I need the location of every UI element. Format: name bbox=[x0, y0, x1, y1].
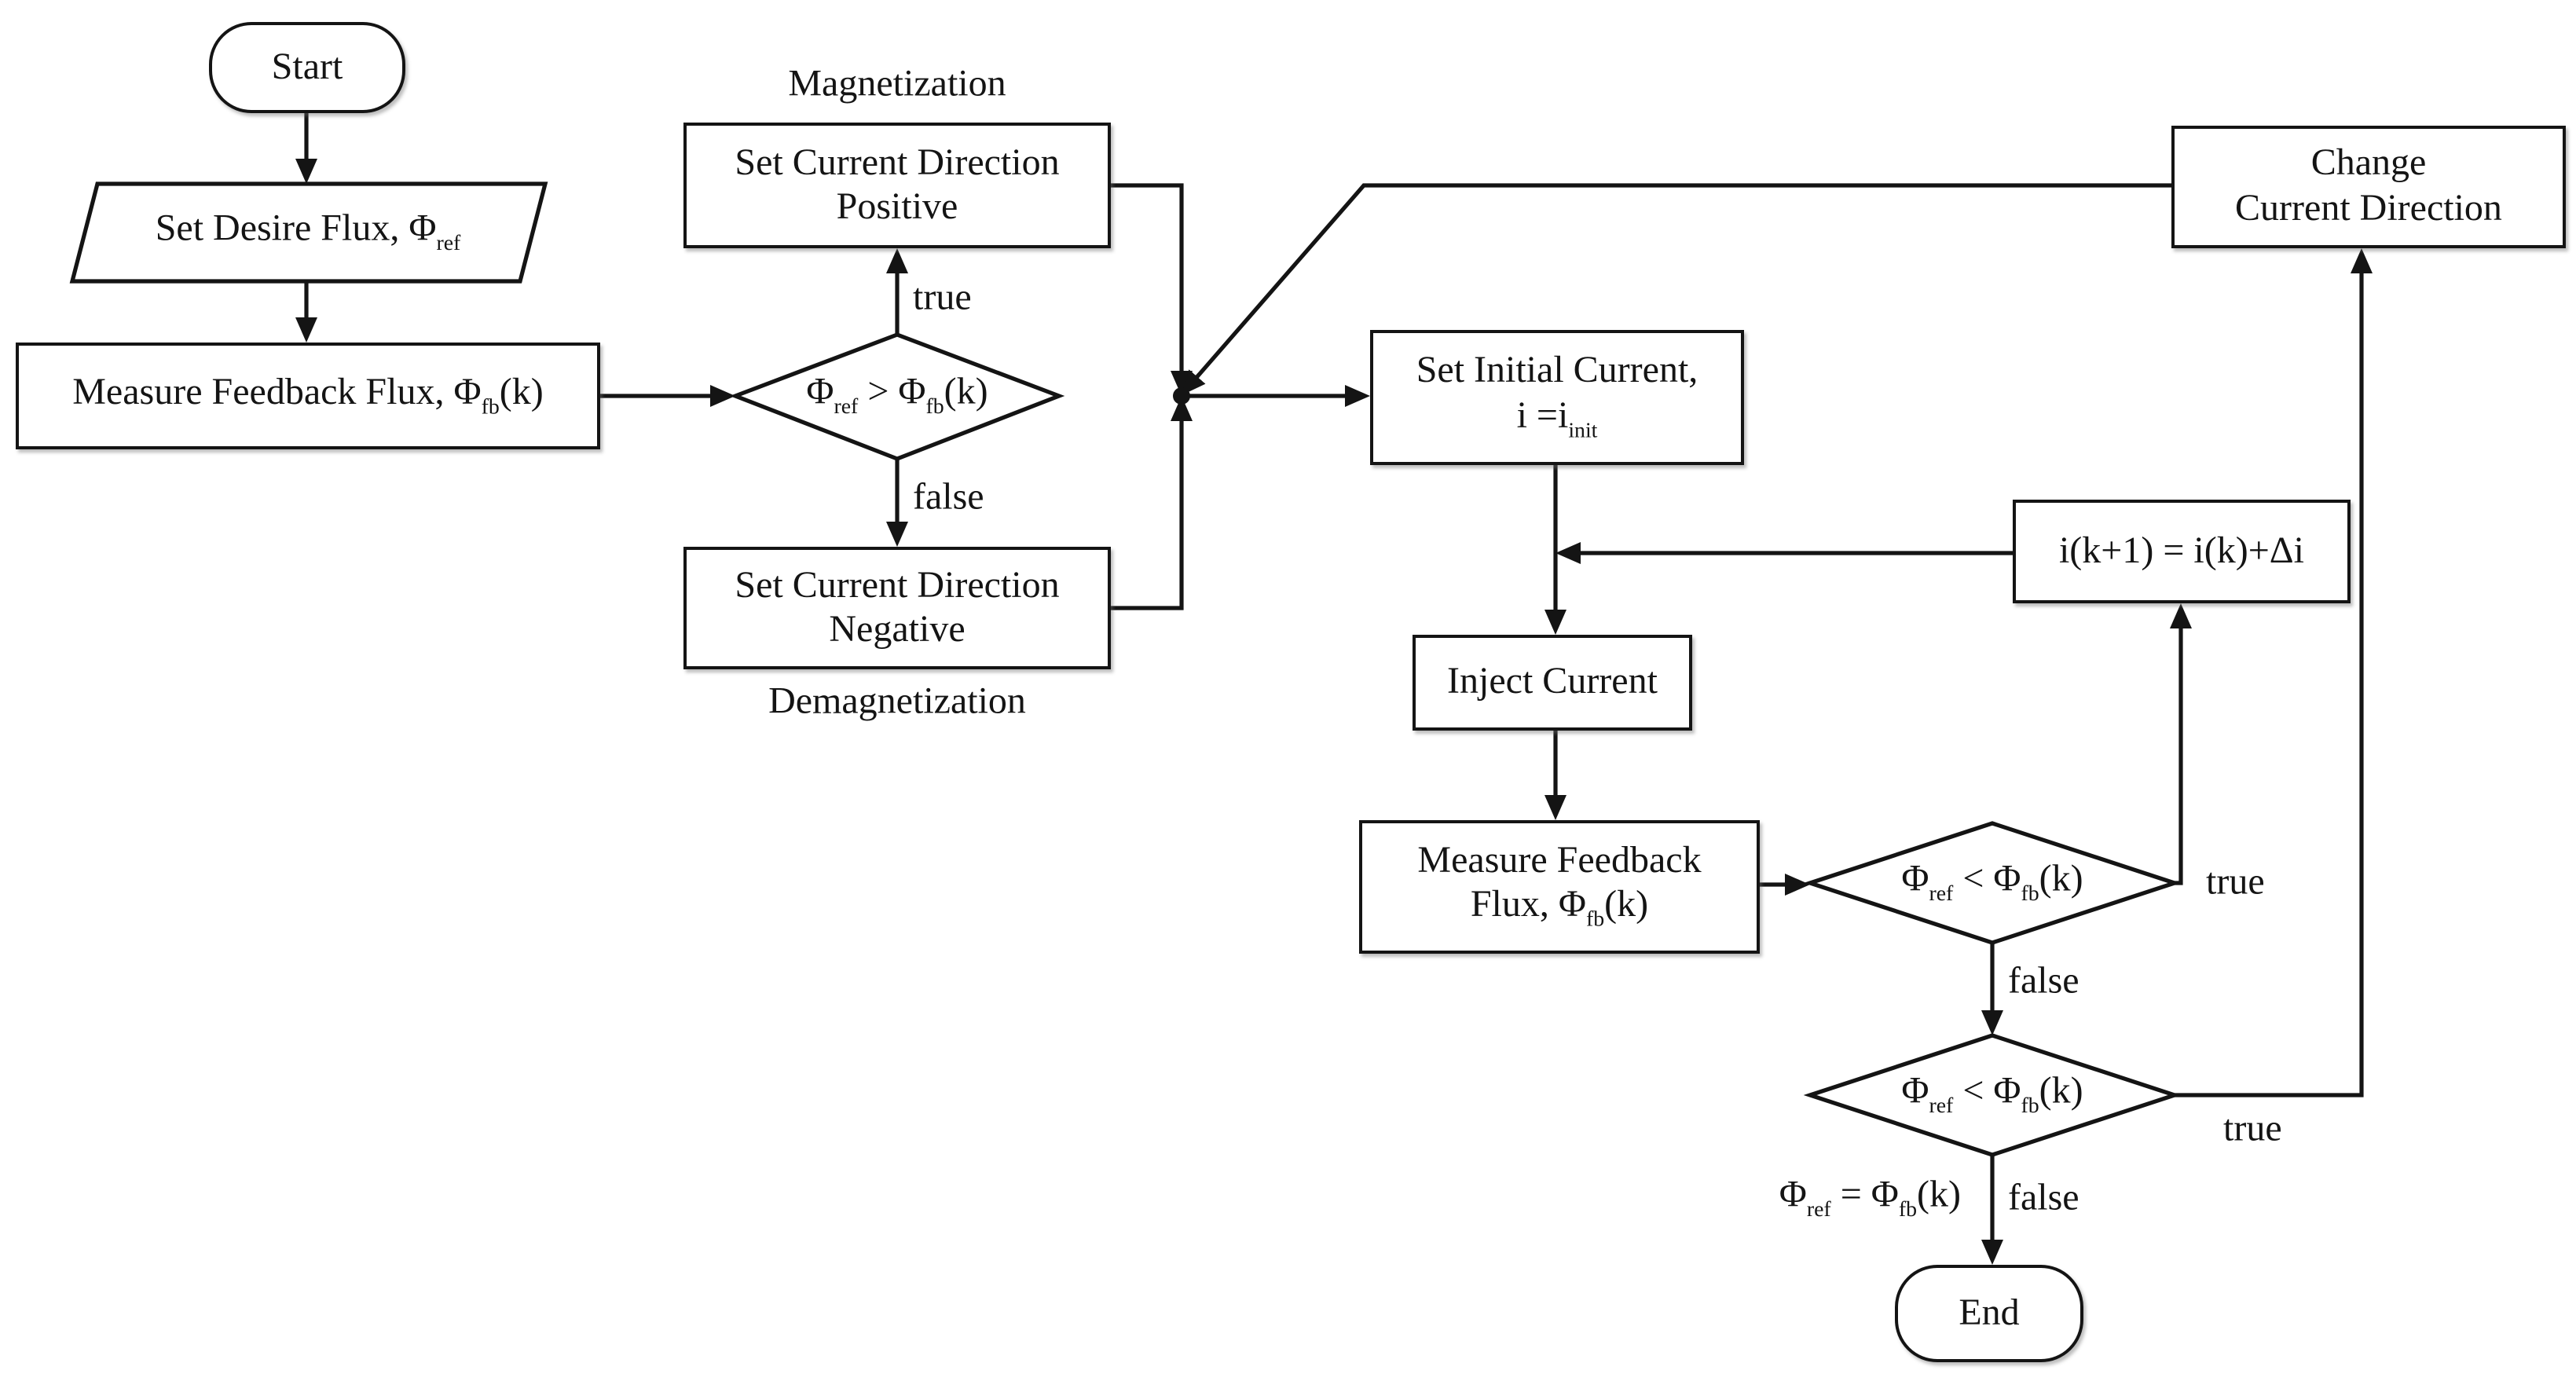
edge-negative-to-junction bbox=[1111, 396, 1193, 610]
decision-magnetize-operator: > Φ bbox=[858, 372, 926, 413]
overshoot-true-text: true bbox=[2223, 1108, 2282, 1150]
increment-false-text: false bbox=[2008, 961, 2079, 1002]
measure-feedback-2-line1: Measure Feedback bbox=[1417, 840, 1702, 881]
edge-positive-to-junction bbox=[1111, 183, 1193, 396]
decision-increment-phi1: Φ bbox=[1901, 859, 1929, 900]
start-node: Start bbox=[209, 22, 405, 113]
set-positive-node: Set Current Direction Positive bbox=[683, 123, 1111, 248]
decision-increment-sub2: fb bbox=[2021, 882, 2039, 907]
decision-magnetize-phi1: Φ bbox=[806, 372, 834, 413]
set-desire-flux-text: Set Desire Flux, Φ bbox=[155, 208, 437, 250]
overshoot-false-text: false bbox=[2008, 1178, 2079, 1219]
set-negative-label: Set Current Direction Negative bbox=[735, 565, 1060, 650]
current-update-node: i(k+1) = i(k)+Δi bbox=[2013, 500, 2351, 603]
increment-true-text: true bbox=[2206, 862, 2265, 903]
end-node: End bbox=[1895, 1265, 2083, 1362]
change-direction-line1: Change bbox=[2310, 143, 2427, 185]
measure-feedback-1-text: Measure Feedback Flux, Φ bbox=[72, 372, 482, 413]
demagnetization-caption-text: Demagnetization bbox=[768, 681, 1026, 723]
decision-overshoot-sub1: ref bbox=[1929, 1094, 1954, 1119]
set-desire-flux-parallelogram bbox=[69, 181, 548, 284]
result-equal-suffix: (k) bbox=[1917, 1174, 1961, 1216]
junction-dot bbox=[1173, 387, 1190, 405]
result-equal-label: Φref = Φfb(k) bbox=[1779, 1174, 1961, 1222]
set-initial-current-text: i =i bbox=[1516, 395, 1569, 437]
decision-increment-operator: < Φ bbox=[1953, 859, 2021, 900]
edge-change-direction-to-junction bbox=[1180, 183, 2171, 396]
current-update-label: i(k+1) = i(k)+Δi bbox=[2058, 530, 2304, 572]
edge-increment-true-to-current-update bbox=[2170, 603, 2192, 885]
increment-false-label: false bbox=[2008, 962, 2079, 1003]
set-negative-node: Set Current Direction Negative bbox=[683, 547, 1111, 669]
start-label: Start bbox=[271, 46, 343, 88]
measure-feedback-2-node: Measure Feedback Flux, Φfb(k) bbox=[1359, 820, 1760, 954]
set-initial-current-subscript: init bbox=[1568, 420, 1598, 444]
end-label: End bbox=[1959, 1292, 2020, 1334]
result-equal-sub2: fb bbox=[1898, 1198, 1918, 1222]
measure-feedback-1-suffix: (k) bbox=[499, 372, 544, 413]
measure-feedback-1-node: Measure Feedback Flux, Φfb(k) bbox=[16, 343, 600, 449]
set-desire-flux-label: Set Desire Flux, Φref bbox=[156, 208, 461, 256]
decision-magnetize-sub2: fb bbox=[925, 395, 944, 420]
measure-feedback-2-text: Flux, Φ bbox=[1470, 885, 1586, 926]
measure-feedback-2-line2: Flux, Φfb(k) bbox=[1471, 884, 1648, 936]
magnetize-true-label: true bbox=[913, 278, 972, 320]
overshoot-false-label: false bbox=[2008, 1178, 2079, 1220]
result-equal-phi1: Φ bbox=[1779, 1174, 1807, 1216]
decision-overshoot-label: Φref < Φfb(k) bbox=[1901, 1071, 2083, 1119]
edge-overshoot-true-to-change-direction bbox=[2175, 248, 2373, 1097]
change-direction-node: Change Current Direction bbox=[2171, 126, 2566, 248]
result-equal-sub1: ref bbox=[1806, 1198, 1831, 1222]
inject-current-label: Inject Current bbox=[1447, 661, 1658, 703]
decision-magnetize-label: Φref > Φfb(k) bbox=[806, 372, 988, 420]
decision-magnetize-diamond bbox=[729, 332, 1065, 461]
magnetization-caption: Magnetization bbox=[788, 64, 1006, 106]
measure-feedback-1-subscript: fb bbox=[481, 395, 500, 420]
decision-magnetize-suffix: (k) bbox=[944, 372, 988, 413]
overshoot-true-label: true bbox=[2223, 1109, 2282, 1151]
measure-feedback-1-label: Measure Feedback Flux, Φfb(k) bbox=[72, 370, 543, 421]
measure-feedback-2-subscript: fb bbox=[1585, 909, 1605, 933]
set-initial-current-line1: Set Initial Current, bbox=[1416, 350, 1698, 392]
decision-overshoot-phi1: Φ bbox=[1901, 1071, 1929, 1112]
decision-overshoot-suffix: (k) bbox=[2039, 1071, 2083, 1112]
decision-overshoot-operator: < Φ bbox=[1953, 1071, 2021, 1112]
inject-current-node: Inject Current bbox=[1413, 635, 1692, 731]
demagnetization-caption: Demagnetization bbox=[768, 682, 1026, 724]
set-desire-flux-subscript: ref bbox=[436, 232, 461, 256]
change-direction-line2: Current Direction bbox=[2235, 189, 2502, 229]
magnetize-false-label: false bbox=[913, 478, 984, 519]
result-equal-operator: = Φ bbox=[1830, 1174, 1899, 1216]
magnetize-true-text: true bbox=[913, 277, 972, 319]
magnetization-caption-text: Magnetization bbox=[788, 64, 1006, 105]
decision-magnetize-sub1: ref bbox=[834, 395, 859, 420]
set-positive-label: Set Current Direction Positive bbox=[735, 142, 1060, 228]
magnetize-false-text: false bbox=[913, 477, 984, 518]
increment-true-label: true bbox=[2206, 863, 2265, 904]
set-initial-current-line2: i =iinit bbox=[1517, 394, 1598, 446]
decision-increment-sub1: ref bbox=[1929, 882, 1954, 907]
measure-feedback-2-suffix: (k) bbox=[1604, 885, 1649, 926]
decision-overshoot-sub2: fb bbox=[2021, 1094, 2039, 1119]
decision-increment-suffix: (k) bbox=[2039, 859, 2083, 900]
decision-increment-label: Φref < Φfb(k) bbox=[1901, 859, 2083, 907]
set-initial-current-node: Set Initial Current, i =iinit bbox=[1370, 330, 1744, 465]
